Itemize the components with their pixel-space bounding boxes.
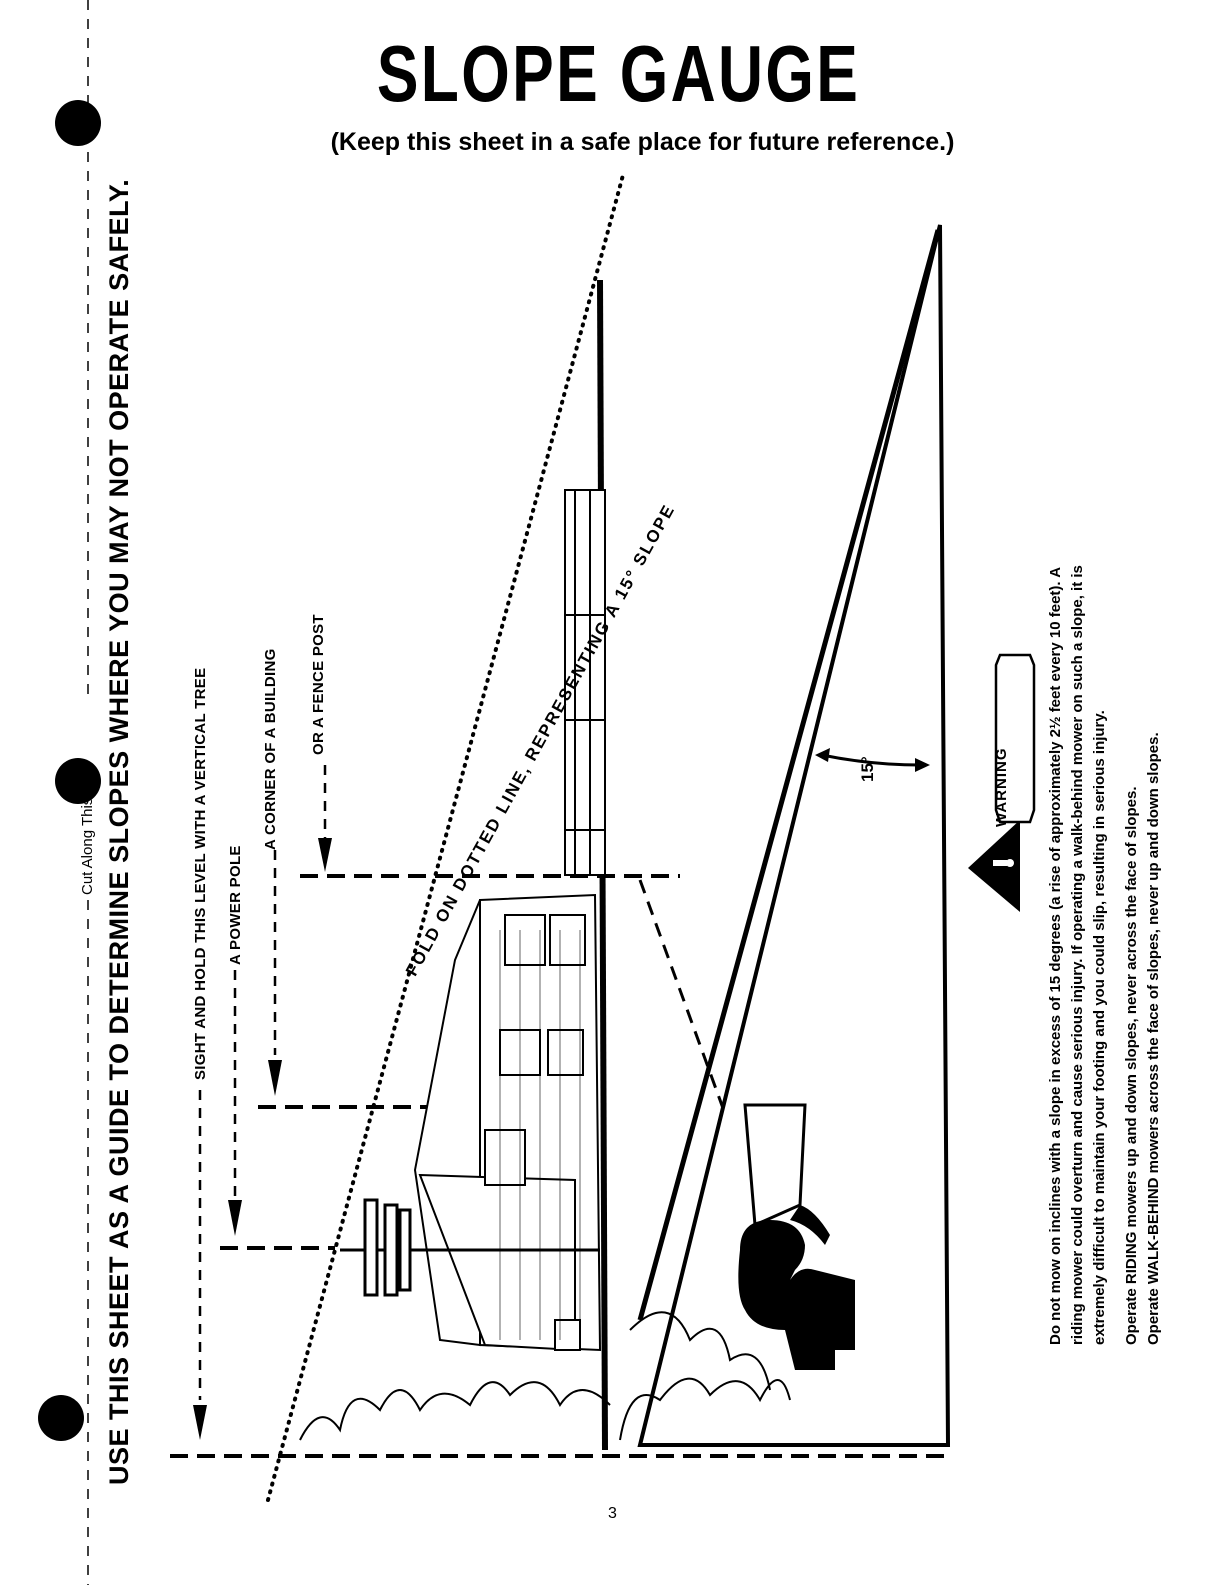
warning-line-3: extremely difficult to maintain your foo… xyxy=(1091,710,1108,1345)
pole-arrow-icon xyxy=(228,1200,242,1236)
person-silhouette xyxy=(738,1103,855,1370)
page-title: SLOPE GAUGE xyxy=(376,29,861,118)
page-number: 3 xyxy=(608,1505,617,1522)
binder-hole-top xyxy=(55,100,101,146)
warning-line-2: riding mower could overturn and cause se… xyxy=(1069,565,1086,1345)
binder-hole-bottom xyxy=(38,1395,84,1441)
fence-arrow-icon xyxy=(318,838,332,872)
warning-line-1: Do not mow on inclines with a slope in e… xyxy=(1047,566,1064,1345)
riding-instruction: Operate RIDING mowers up and down slopes… xyxy=(1123,786,1140,1346)
page-subtitle: (Keep this sheet in a safe place for fut… xyxy=(330,128,955,156)
angle-arrow-right-icon xyxy=(915,758,930,772)
power-pole xyxy=(340,1198,600,1297)
fold-dotted-line xyxy=(266,173,625,1502)
walk-behind-instruction: Operate WALK-BEHIND mowers across the fa… xyxy=(1145,732,1162,1345)
warning-triangle-icon xyxy=(968,820,1020,912)
slope-triangle xyxy=(637,224,951,1447)
house xyxy=(413,893,602,1352)
angle-label: 15° xyxy=(858,756,877,782)
binder-hole-middle xyxy=(55,758,101,804)
warning-text: Do not mow on inclines with a slope in e… xyxy=(1045,565,1165,1345)
warning-badge: WARNING xyxy=(993,747,1010,828)
angle-arrow-left-icon xyxy=(815,748,830,762)
sight-arrow-icon xyxy=(193,1405,207,1440)
fence xyxy=(564,489,606,876)
shrubs xyxy=(299,1311,791,1441)
corner-arrow-icon xyxy=(268,1060,282,1096)
